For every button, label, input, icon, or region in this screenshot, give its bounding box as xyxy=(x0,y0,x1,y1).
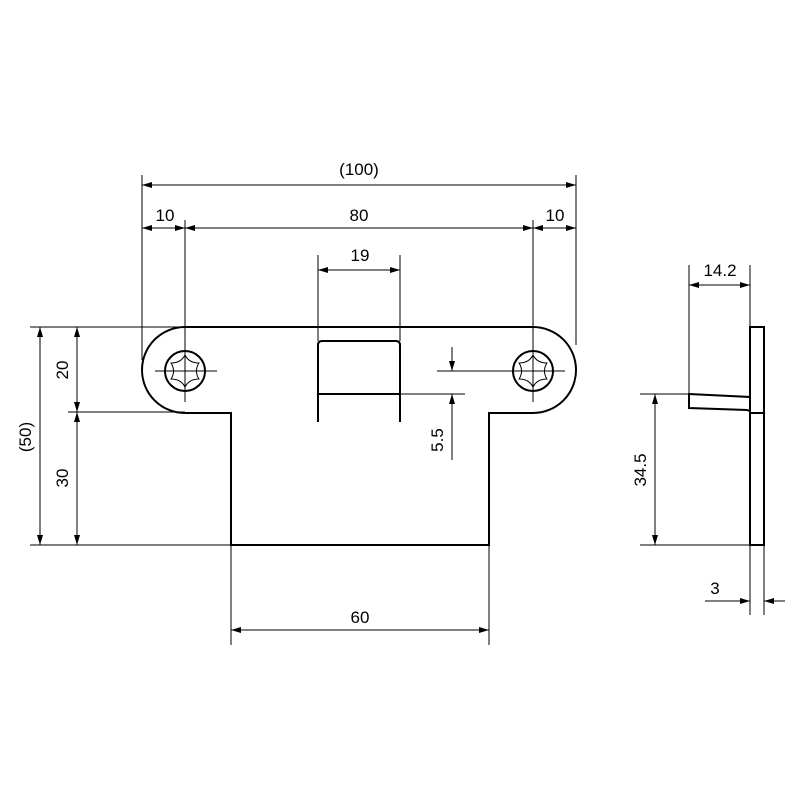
dim-label-tongue-width: 19 xyxy=(351,246,370,265)
dim-label-right-offset: 10 xyxy=(546,206,565,225)
side-plate xyxy=(749,326,765,546)
side-tongue xyxy=(688,392,751,413)
dim-label-tongue-offset: 5.5 xyxy=(428,428,447,452)
right-torx-screw-icon xyxy=(437,220,565,402)
extension-lines xyxy=(30,175,577,645)
dim-label-overall-width: (100) xyxy=(339,160,379,179)
dimension-tongue-depth: 14.2 xyxy=(689,261,750,288)
dimension-tongue-height: 34.5 xyxy=(631,394,658,545)
dimension-tongue-width: 19 xyxy=(318,246,400,273)
dim-label-left-offset: 10 xyxy=(156,206,175,225)
dim-label-ear-height: 20 xyxy=(53,361,72,380)
dimension-overall-width: (100) xyxy=(142,160,576,188)
dimension-body-width: 60 xyxy=(231,608,489,633)
dimension-plate-thickness: 3 xyxy=(705,579,785,604)
dimension-tongue-offset: 5.5 xyxy=(428,347,455,460)
dim-label-tongue-height: 34.5 xyxy=(631,453,650,486)
dim-label-body-height: 30 xyxy=(53,469,72,488)
dim-label-overall-height: (50) xyxy=(16,422,35,452)
dim-label-body-width: 60 xyxy=(351,608,370,627)
dim-label-hole-spacing: 80 xyxy=(350,206,369,225)
dimension-overall-height: (50) xyxy=(16,327,43,545)
tongue xyxy=(317,340,401,422)
side-extension-lines xyxy=(640,265,765,615)
dimension-hole-spacing: 10 80 10 xyxy=(142,206,576,231)
strike-plate-outline xyxy=(141,326,577,546)
dim-label-plate-thickness: 3 xyxy=(710,579,719,598)
side-view xyxy=(688,326,765,546)
dimension-ear-body-height: 20 30 xyxy=(53,327,80,545)
left-torx-screw-icon xyxy=(155,220,217,402)
front-view xyxy=(141,220,577,546)
dim-label-tongue-depth: 14.2 xyxy=(703,261,736,280)
